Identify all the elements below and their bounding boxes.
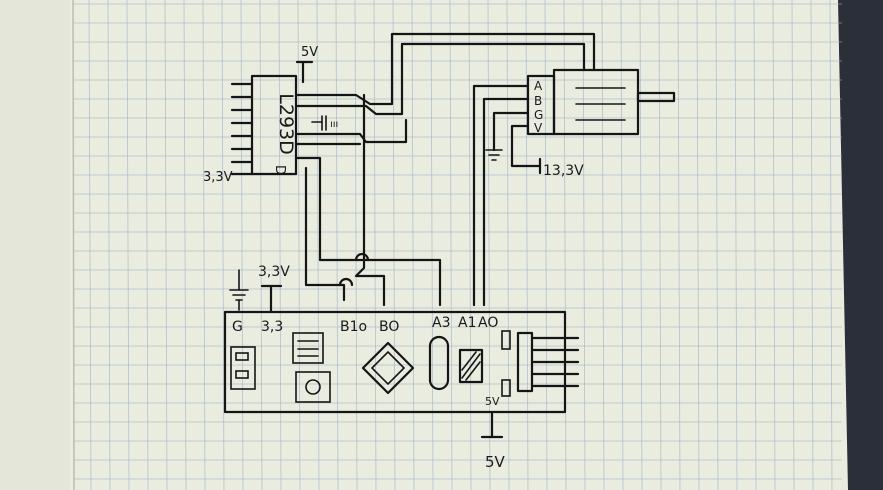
chip-left-pins xyxy=(230,82,254,176)
microcontroller-board: G 3,3 B1o BO A3 A1 AO 5V xyxy=(223,310,580,414)
board-3v3-label: 3,3V xyxy=(258,264,290,280)
motor-wiring xyxy=(472,84,542,307)
board-pin-a3: A3 xyxy=(432,315,450,331)
board-pin-b0: BO xyxy=(379,319,399,335)
board-pin-g: G xyxy=(232,319,243,335)
motor-pin-v: V xyxy=(534,121,543,135)
grid-lines xyxy=(74,0,842,490)
board-pin-a0: AO xyxy=(478,315,498,331)
motor-pin-b: B xyxy=(534,94,542,108)
board-inner-5v-label: 5V xyxy=(485,395,500,408)
board-led-bottom xyxy=(501,379,511,397)
board-led-top xyxy=(501,330,511,350)
motor-pin-a: A xyxy=(534,79,543,93)
board-reset-button xyxy=(295,371,331,403)
l293d-chip: L293D D ııı xyxy=(230,74,338,176)
board-pin-a1: A1 xyxy=(458,315,476,331)
paper-sheet xyxy=(0,0,848,490)
motor-pin-g: G xyxy=(534,108,543,122)
board-crystal xyxy=(428,335,450,391)
board-pin-b10: B1o xyxy=(340,319,367,335)
chip-body xyxy=(250,74,298,176)
board-ground-symbol xyxy=(229,269,249,311)
chip-3v3-label: 3,3V xyxy=(203,170,233,185)
board-5v-label: 5V xyxy=(485,453,506,471)
binding-shadow xyxy=(0,0,70,490)
motor-supply-label: 13,3V xyxy=(543,163,584,179)
motor: A B G V xyxy=(526,68,676,136)
page-fold xyxy=(72,0,75,490)
chip-wiring xyxy=(294,32,596,307)
chip-5v-label: 5V xyxy=(301,45,318,60)
board-component xyxy=(458,348,484,384)
board-mcu-chip xyxy=(361,341,415,395)
chip-part-label: L293D xyxy=(275,93,297,154)
chip-notch-label: D xyxy=(272,165,287,175)
chip-ground-mark: ııı xyxy=(330,119,338,130)
motor-shaft xyxy=(636,91,676,103)
board-jumper-block xyxy=(292,332,324,364)
board-switch-block xyxy=(230,346,256,390)
board-pin-3v3: 3,3 xyxy=(261,319,283,335)
